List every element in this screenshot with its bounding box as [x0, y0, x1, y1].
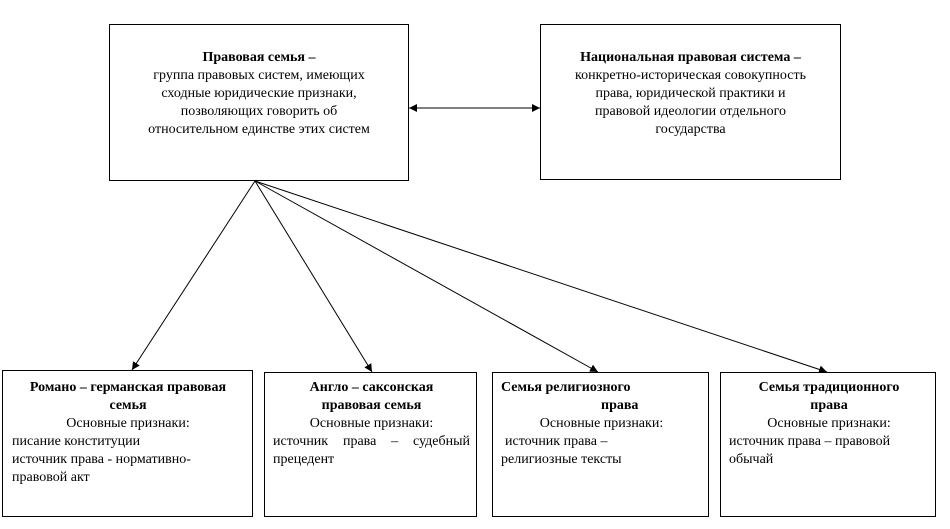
family-title: права: [601, 398, 639, 413]
arrow-to-romano-germanic: [131, 180, 256, 371]
family-title: Англо – саксонская: [309, 380, 434, 395]
national-system-line: права, юридической практики и: [595, 86, 786, 101]
national-system-line: государства: [655, 122, 726, 137]
legal-family-line: позволяющих говорить об: [180, 104, 338, 119]
family-title: Семья религиозного: [501, 380, 631, 395]
family-feature: правовой акт: [12, 470, 90, 485]
family-title: семья: [109, 398, 147, 413]
family-subtitle: Основные признаки:: [309, 416, 434, 431]
family-title: права: [810, 398, 848, 413]
family-subtitle: Основные признаки:: [767, 416, 891, 431]
family-subtitle: Основные признаки:: [66, 416, 190, 431]
family-feature: писание конституции: [12, 434, 141, 449]
legal-family-title: Правовая семья –: [202, 50, 316, 65]
national-system-title: Национальная правовая система –: [580, 50, 801, 65]
family-feature: источник права - нормативно-: [12, 452, 191, 467]
religious-law-family-box: Семья религиозного права Основные призна…: [492, 372, 709, 517]
family-feature: источник права – судебный: [273, 434, 470, 449]
legal-family-line: группа правовых систем, имеющих: [153, 68, 365, 83]
family-subtitle: Основные признаки:: [539, 416, 664, 431]
traditional-law-family-box: Семья традиционного права Основные призн…: [720, 372, 936, 517]
family-feature: прецедент: [273, 452, 335, 467]
anglo-saxon-family-box: Англо – саксонская правовая семья Основн…: [264, 372, 477, 517]
legal-family-line: сходные юридические признаки,: [161, 86, 357, 101]
family-feature: источник права –: [505, 434, 608, 449]
romano-germanic-family-box: Романо – германская правовая семья Основ…: [2, 370, 253, 517]
family-title: Семья традиционного: [758, 380, 900, 395]
national-system-line: правовой идеологии отдельного: [595, 104, 786, 119]
family-title: правовая семья: [321, 398, 422, 413]
family-title: Романо – германская правовая: [29, 380, 227, 395]
arrow-to-traditional: [254, 180, 828, 374]
national-legal-system-box: Национальная правовая система – конкретн…: [540, 24, 841, 180]
family-feature: источник права – правовой: [729, 434, 891, 449]
family-feature: религиозные тексты: [501, 452, 622, 467]
legal-family-definition-box: Правовая семья – группа правовых систем,…: [109, 24, 409, 181]
legal-family-line: относительном единстве этих систем: [148, 122, 370, 137]
arrow-to-anglo-saxon: [254, 180, 373, 373]
arrow-to-religious: [254, 180, 599, 373]
national-system-line: конкретно-историческая совокупность: [575, 68, 806, 83]
family-feature: обычай: [729, 452, 774, 467]
